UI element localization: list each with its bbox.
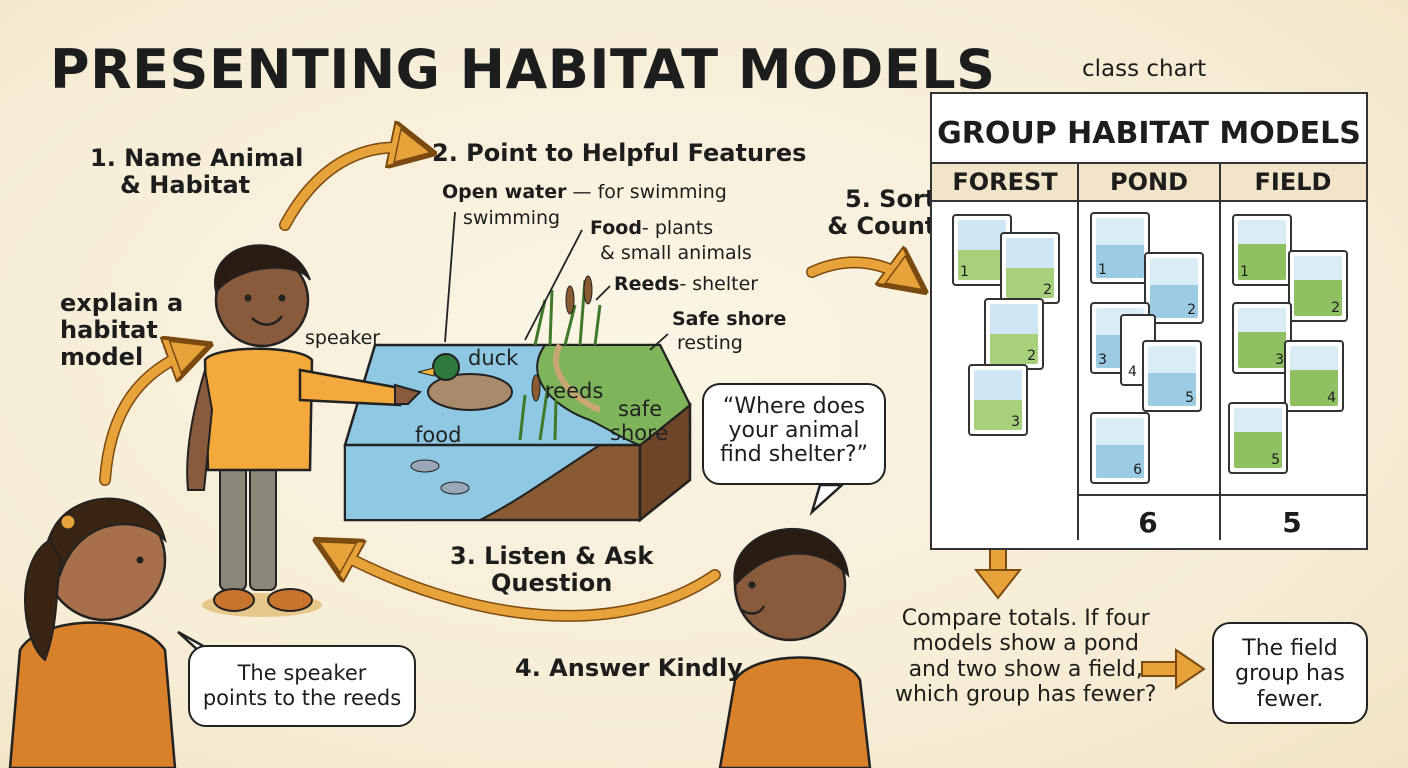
feature-reeds: Reeds- shelter (614, 273, 759, 295)
step5-line2: & Count (827, 211, 937, 240)
field-total: 5 (1282, 506, 1302, 539)
card-number: 6 (1133, 462, 1142, 478)
step3-line2: Question (490, 568, 613, 597)
pond-card: 5 (1142, 340, 1202, 412)
explain-label: explain a habitat model (60, 290, 183, 371)
speaker-points-bubble: The speaker points to the reeds (188, 645, 416, 727)
step3-line1: 3. Listen & Ask (450, 542, 654, 570)
card-number: 2 (1027, 348, 1036, 364)
step1-line2: & Habitat (120, 170, 251, 199)
column-divider (1219, 162, 1221, 540)
safe-shore-sub: resting (677, 332, 743, 354)
habitat-model (343, 211, 692, 523)
class-chart: GROUP HABITAT MODELS FOREST POND FIELD 1… (930, 92, 1368, 550)
feature-open-water: Open water — for swimming (442, 181, 727, 203)
pond-card: 1 (1090, 212, 1150, 284)
field-card: 5 (1228, 402, 1288, 474)
arrow-compare-to-answer (1141, 648, 1206, 690)
flow-arrows (99, 148, 912, 622)
column-field: FIELD (1220, 162, 1366, 202)
card-number: 4 (1327, 390, 1336, 406)
field-card: 1 (1232, 214, 1292, 286)
step2-label: 2. Point to Helpful Features (432, 139, 807, 167)
card-number: 2 (1043, 282, 1052, 298)
card-number: 3 (1275, 352, 1284, 368)
speaker-points-line2: points to the reeds (202, 686, 402, 711)
field-card: 4 (1284, 340, 1344, 412)
scene-label-duck: duck (468, 346, 519, 370)
step3-label: 3. Listen & Ask Question (450, 543, 653, 597)
pond-card: 6 (1090, 412, 1150, 484)
answer-line1: The field (1242, 636, 1338, 661)
answer-box: The field group has fewer. (1212, 622, 1368, 724)
girl-child (8, 497, 177, 768)
scene-label-food: food (415, 423, 462, 447)
question-line3: find shelter?” (719, 442, 869, 468)
food-sub: & small animals (600, 242, 752, 264)
answer-line2: group has (1235, 661, 1345, 687)
field-card: 3 (1232, 302, 1292, 374)
answer-line3: fewer. (1256, 686, 1324, 712)
card-number: 3 (1011, 414, 1020, 430)
speaker-label: speaker (305, 327, 381, 349)
feature-safe-shore: Safe shore (672, 308, 787, 330)
card-number: 2 (1331, 300, 1340, 316)
pond-card: 2 (1144, 252, 1204, 324)
reeds-desc: - shelter (679, 273, 759, 295)
question-bubble: “Where does your animal find shelter?” (702, 383, 886, 485)
compare-line3: and two show a field, (908, 656, 1143, 682)
compare-line4: which group has fewer? (895, 681, 1157, 707)
step5-label: 5. Sort & Count (815, 186, 936, 240)
card-number: 1 (1240, 264, 1249, 280)
scene-label-reeds: reeds (545, 379, 604, 403)
explain-line1: explain a (60, 289, 184, 317)
explain-line2: habitat (60, 315, 158, 344)
food-title: Food (590, 217, 642, 239)
step4-label: 4. Answer Kindly (515, 654, 743, 682)
speaker-points-line1: The speaker (237, 661, 367, 685)
step1-label: 1. Name Animal & Habitat (90, 145, 303, 199)
page-title: PRESENTING HABITAT MODELS (50, 38, 996, 101)
reeds-title: Reeds (614, 273, 680, 295)
scene-label-shore: shore (610, 421, 669, 445)
open-water-sub: swimming (463, 207, 561, 229)
compare-line1: Compare totals. If four (901, 606, 1150, 631)
compare-line2: models show a pond (912, 631, 1139, 657)
question-line1: “Where does (722, 394, 866, 419)
column-divider (1077, 162, 1079, 540)
column-pond: POND (1078, 162, 1220, 202)
card-number: 5 (1271, 452, 1280, 468)
open-water-desc: — for swimming (566, 181, 727, 203)
chart-caption: class chart (1082, 56, 1207, 82)
chart-title: GROUP HABITAT MODELS (937, 116, 1361, 151)
card-number: 1 (1098, 262, 1107, 278)
listener-child (718, 528, 872, 768)
totals-divider (1078, 494, 1366, 496)
pond-total: 6 (1138, 506, 1158, 539)
question-bubble-tail (809, 483, 846, 516)
card-number: 4 (1128, 364, 1137, 380)
step5-line1: 5. Sort (845, 185, 937, 213)
food-desc: - plants (641, 217, 714, 239)
step1-line1: 1. Name Animal (90, 144, 304, 172)
card-number: 3 (1098, 352, 1107, 368)
open-water-title: Open water (442, 181, 567, 203)
forest-card: 3 (968, 364, 1028, 436)
card-number: 5 (1185, 390, 1194, 406)
card-number: 1 (960, 264, 969, 280)
question-line2: your animal (728, 418, 860, 444)
explain-line3: model (60, 342, 144, 371)
feature-food: Food- plants (590, 217, 714, 239)
scene-label-safe: safe (618, 397, 663, 421)
field-card: 2 (1288, 250, 1348, 322)
forest-card: 2 (1000, 232, 1060, 304)
forest-card: 2 (984, 298, 1044, 370)
compare-question: Compare totals. If four models show a po… (895, 606, 1156, 707)
speaker-child (186, 244, 422, 617)
card-number: 2 (1187, 302, 1196, 318)
column-forest: FOREST (932, 162, 1078, 202)
